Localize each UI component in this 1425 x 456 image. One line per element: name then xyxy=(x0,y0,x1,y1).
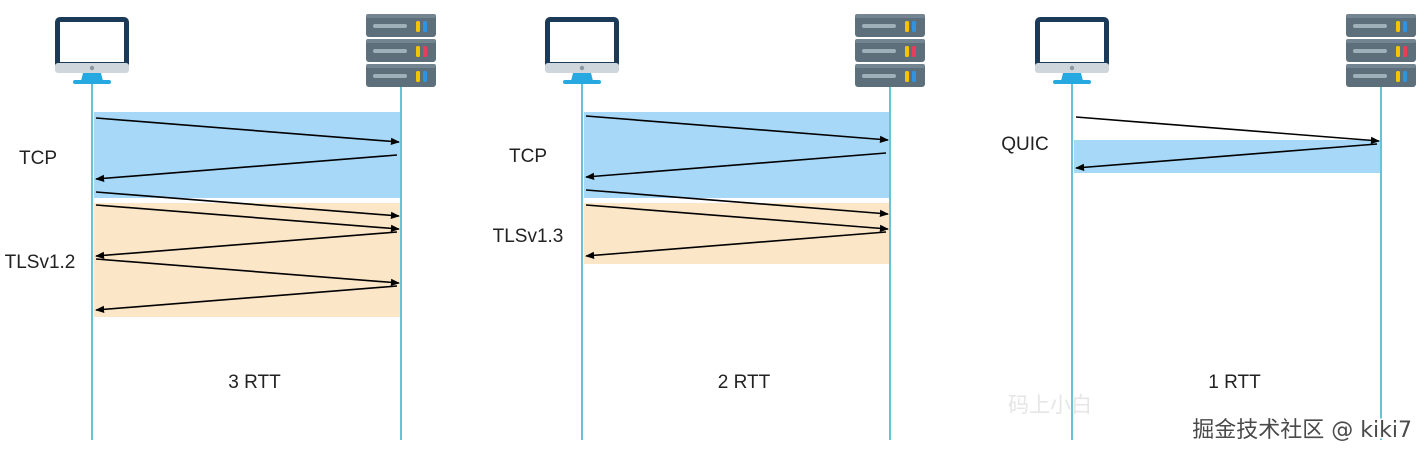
server-slot xyxy=(862,49,896,53)
desktop-monitor-icon xyxy=(55,17,129,84)
server-slot xyxy=(1353,49,1387,53)
message-arrow xyxy=(95,117,400,145)
phase-label: TLSv1.3 xyxy=(493,226,564,247)
server-led xyxy=(423,71,427,82)
server-rack-icon xyxy=(855,14,925,87)
site-watermark: 掘金技术社区 @ kiki7 xyxy=(1192,418,1412,443)
phase-label: QUIC xyxy=(1001,134,1049,155)
phase-label: TCP xyxy=(19,148,57,169)
phase-band-2 xyxy=(584,203,889,264)
monitor-screen xyxy=(60,22,124,62)
server-led-yellow xyxy=(416,21,420,32)
server-led-yellow xyxy=(416,46,420,57)
server-led xyxy=(1403,71,1407,82)
server-led-yellow xyxy=(905,71,909,82)
server-led xyxy=(1403,46,1407,57)
message-arrow xyxy=(95,154,398,182)
message-arrow xyxy=(95,231,398,259)
server-slot xyxy=(1353,24,1387,28)
server-slot xyxy=(862,24,896,28)
desktop-monitor-icon xyxy=(545,17,619,84)
message-arrow xyxy=(585,231,887,259)
monitor-base xyxy=(1053,80,1091,84)
server-unit-top xyxy=(366,64,436,68)
rtt-label: 2 RTT xyxy=(718,372,771,393)
monitor-screen xyxy=(550,22,614,62)
server-led xyxy=(1403,21,1407,32)
server-led xyxy=(423,46,427,57)
monitor-stand xyxy=(1061,73,1083,81)
panel-1: TCP TLSv1.2 3 RTT xyxy=(5,14,436,440)
panel-3: QUIC 1 RTT xyxy=(1001,14,1416,440)
message-arrow xyxy=(1075,116,1380,144)
server-rack-icon xyxy=(366,14,436,87)
message-arrow xyxy=(585,115,889,143)
server-unit-top xyxy=(855,64,925,68)
rtt-label: 3 RTT xyxy=(228,372,281,393)
server-slot xyxy=(373,24,407,28)
server-led xyxy=(423,21,427,32)
server-slot xyxy=(373,49,407,53)
server-slot xyxy=(862,74,896,78)
server-led xyxy=(912,21,916,32)
server-led xyxy=(912,46,916,57)
monitor-stand xyxy=(81,73,103,81)
server-unit-top xyxy=(366,39,436,43)
server-led-yellow xyxy=(416,71,420,82)
message-arrow xyxy=(95,191,400,219)
server-led-yellow xyxy=(905,46,909,57)
monitor-base xyxy=(73,80,111,84)
phase-band-1 xyxy=(584,112,889,198)
message-arrow xyxy=(95,258,400,286)
server-unit-top xyxy=(1346,14,1416,18)
server-rack-icon xyxy=(1346,14,1416,87)
server-led xyxy=(912,71,916,82)
server-led-yellow xyxy=(1396,21,1400,32)
message-arrow xyxy=(585,204,889,232)
server-slot xyxy=(373,74,407,78)
server-led-yellow xyxy=(1396,71,1400,82)
monitor-base xyxy=(563,80,601,84)
faint-watermark: 码上小白 xyxy=(1008,393,1092,417)
desktop-monitor-icon xyxy=(1035,17,1109,84)
phase-band-1 xyxy=(94,112,400,198)
phase-label: TLSv1.2 xyxy=(5,252,76,273)
phase-label: TCP xyxy=(509,146,547,167)
monitor-power-dot xyxy=(89,65,95,71)
server-led-yellow xyxy=(1396,46,1400,57)
server-unit-top xyxy=(855,14,925,18)
panels-layer: TCP TLSv1.2 3 RTT TCP TLSv1.3 2 RTT QUIC 1 RTT xyxy=(5,14,1416,440)
message-arrow xyxy=(585,189,889,217)
server-unit-top xyxy=(855,39,925,43)
message-arrow xyxy=(95,204,400,232)
site-watermark-halo: 掘金技术社区 @ kiki7 xyxy=(1192,418,1412,443)
server-unit-top xyxy=(366,14,436,18)
server-led-yellow xyxy=(905,21,909,32)
message-arrow xyxy=(585,152,887,180)
server-unit-top xyxy=(1346,39,1416,43)
server-slot xyxy=(1353,74,1387,78)
panel-2: TCP TLSv1.3 2 RTT xyxy=(493,14,925,440)
monitor-power-dot xyxy=(1069,65,1075,71)
message-arrow xyxy=(95,285,398,313)
monitor-power-dot xyxy=(579,65,585,71)
message-arrow xyxy=(1075,143,1378,171)
monitor-screen xyxy=(1040,22,1104,62)
phase-band-2 xyxy=(94,203,400,317)
monitor-stand xyxy=(571,73,593,81)
rtt-label: 1 RTT xyxy=(1208,372,1261,393)
server-unit-top xyxy=(1346,64,1416,68)
